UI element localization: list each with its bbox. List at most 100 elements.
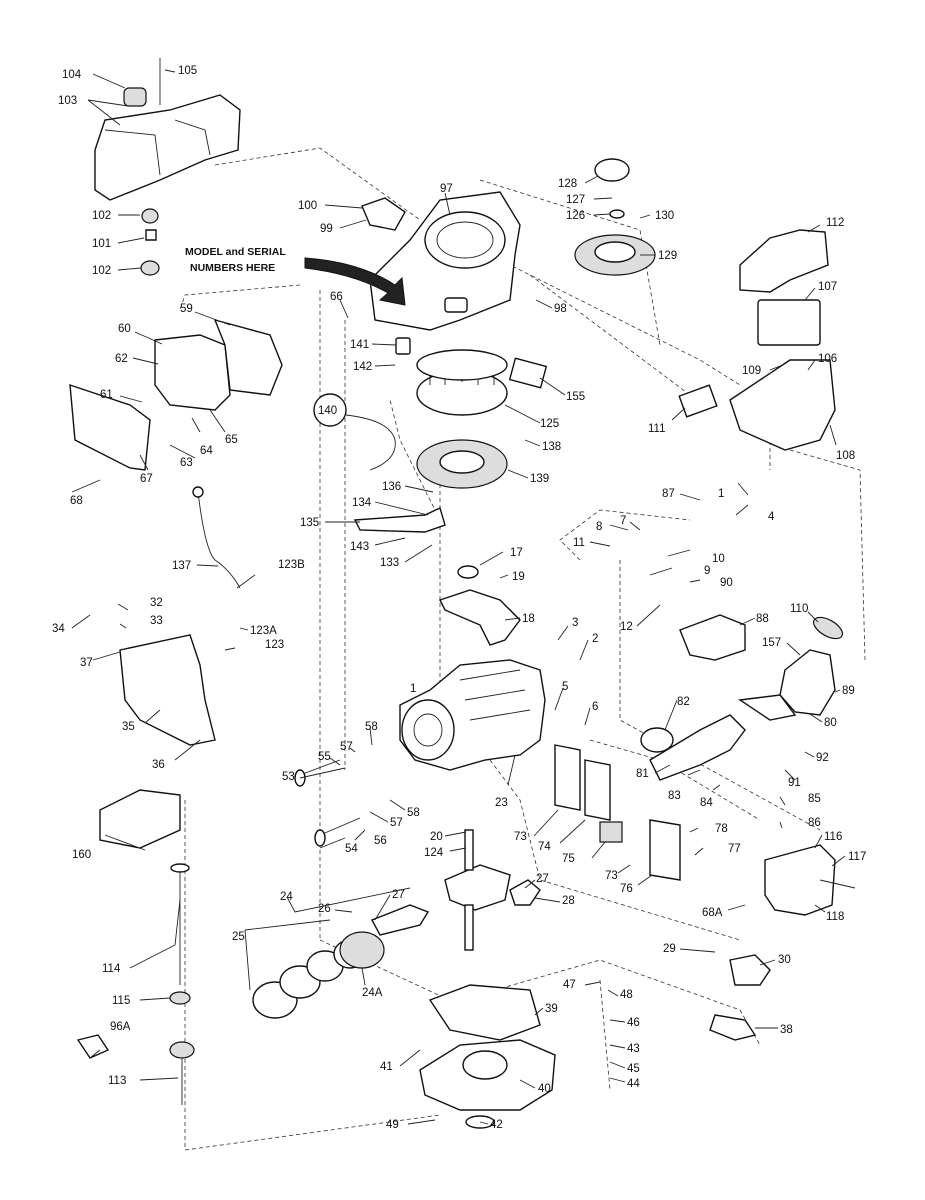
label-67: 67 — [140, 473, 153, 485]
label-39: 39 — [545, 1003, 558, 1015]
label-73: 73 — [605, 870, 618, 882]
label-84: 84 — [700, 797, 713, 809]
label-85: 85 — [808, 793, 821, 805]
label-88: 88 — [756, 613, 769, 625]
serial-note: MODEL and SERIAL NUMBERS HERE — [185, 246, 406, 306]
label-123B: 123B — [278, 559, 305, 571]
label-82: 82 — [677, 696, 690, 708]
label-101: 101 — [92, 238, 111, 250]
label-74: 74 — [538, 841, 551, 853]
label-12: 12 — [620, 621, 633, 633]
label-96A: 96A — [110, 1021, 131, 1033]
label-60: 60 — [118, 323, 131, 335]
label-129: 129 — [658, 250, 677, 262]
label-27: 27 — [536, 873, 549, 885]
label-115: 115 — [112, 995, 130, 1007]
air-cleaner-base — [729, 359, 836, 451]
label-157: 157 — [762, 637, 781, 649]
cylinder-baffle — [119, 634, 216, 746]
label-62: 62 — [115, 353, 128, 365]
label-1: 1 — [718, 488, 724, 500]
air-filter — [757, 299, 821, 346]
label-3: 3 — [572, 617, 578, 629]
label-102: 102 — [92, 210, 111, 222]
label-91: 91 — [788, 777, 801, 789]
label-68: 68 — [70, 495, 83, 507]
piston — [339, 931, 385, 969]
label-28: 28 — [562, 895, 575, 907]
label-77: 77 — [728, 843, 741, 855]
label-55: 55 — [318, 751, 331, 763]
label-27: 27 — [392, 889, 405, 901]
label-125: 125 — [540, 418, 559, 430]
label-143: 143 — [350, 541, 369, 553]
label-59: 59 — [180, 303, 193, 315]
label-103: 103 — [58, 95, 77, 107]
muffler — [764, 844, 836, 916]
label-63: 63 — [180, 457, 193, 469]
label-19: 19 — [512, 571, 525, 583]
label-117: 117 — [848, 851, 866, 863]
label-98: 98 — [554, 303, 567, 315]
label-40: 40 — [538, 1083, 551, 1095]
label-32: 32 — [150, 597, 163, 609]
label-57: 57 — [390, 817, 403, 829]
label-81: 81 — [636, 768, 649, 780]
label-61: 61 — [100, 389, 113, 401]
label-30: 30 — [778, 954, 791, 966]
note-arrow — [304, 257, 406, 306]
label-80: 80 — [824, 717, 837, 729]
label-53: 53 — [282, 771, 295, 783]
label-126: 126 — [566, 210, 585, 222]
label-118: 118 — [826, 911, 844, 923]
label-58: 58 — [365, 721, 378, 733]
part-labels: 104 105 103 102 101 102 100 99 97 128 12… — [52, 65, 866, 1131]
label-1-block: 1 — [410, 683, 416, 695]
label-42: 42 — [490, 1119, 503, 1131]
label-108: 108 — [836, 450, 855, 462]
label-137: 137 — [172, 560, 191, 572]
label-20: 20 — [430, 831, 443, 843]
label-45: 45 — [627, 1063, 640, 1075]
label-73: 73 — [514, 831, 527, 843]
muffler-assembly — [154, 334, 231, 411]
label-11: 11 — [573, 537, 585, 549]
label-37: 37 — [80, 657, 93, 669]
label-43: 43 — [627, 1043, 640, 1055]
label-6: 6 — [592, 701, 598, 713]
label-48: 48 — [620, 989, 633, 1001]
label-24: 24 — [280, 891, 293, 903]
label-160: 160 — [72, 849, 91, 861]
label-44: 44 — [627, 1078, 640, 1090]
label-58: 58 — [407, 807, 420, 819]
label-134: 134 — [352, 497, 372, 509]
label-75: 75 — [562, 853, 575, 865]
label-133: 133 — [380, 557, 399, 569]
label-139: 139 — [530, 473, 549, 485]
label-46: 46 — [627, 1017, 640, 1029]
label-36: 36 — [152, 759, 165, 771]
leader-lines — [71, 69, 846, 1125]
label-29: 29 — [663, 943, 676, 955]
label-64: 64 — [200, 445, 213, 457]
label-83: 83 — [668, 790, 681, 802]
label-35: 35 — [122, 721, 135, 733]
label-124: 124 — [424, 847, 444, 859]
note-line2: NUMBERS HERE — [190, 262, 275, 274]
label-4: 4 — [768, 511, 775, 523]
label-111: 111 — [648, 423, 665, 435]
label-110: 110 — [790, 603, 808, 615]
label-25: 25 — [232, 931, 245, 943]
label-141: 141 — [350, 339, 369, 351]
label-114: 114 — [102, 963, 121, 975]
part-shapes — [69, 58, 856, 1129]
label-90: 90 — [720, 577, 733, 589]
label-112: 112 — [826, 217, 844, 229]
label-10: 10 — [712, 553, 725, 565]
label-18: 18 — [522, 613, 535, 625]
label-138: 138 — [542, 441, 561, 453]
air-cleaner-cover — [739, 229, 829, 293]
fuel-cap — [123, 87, 147, 107]
label-100: 100 — [298, 200, 317, 212]
label-128: 128 — [558, 178, 577, 190]
